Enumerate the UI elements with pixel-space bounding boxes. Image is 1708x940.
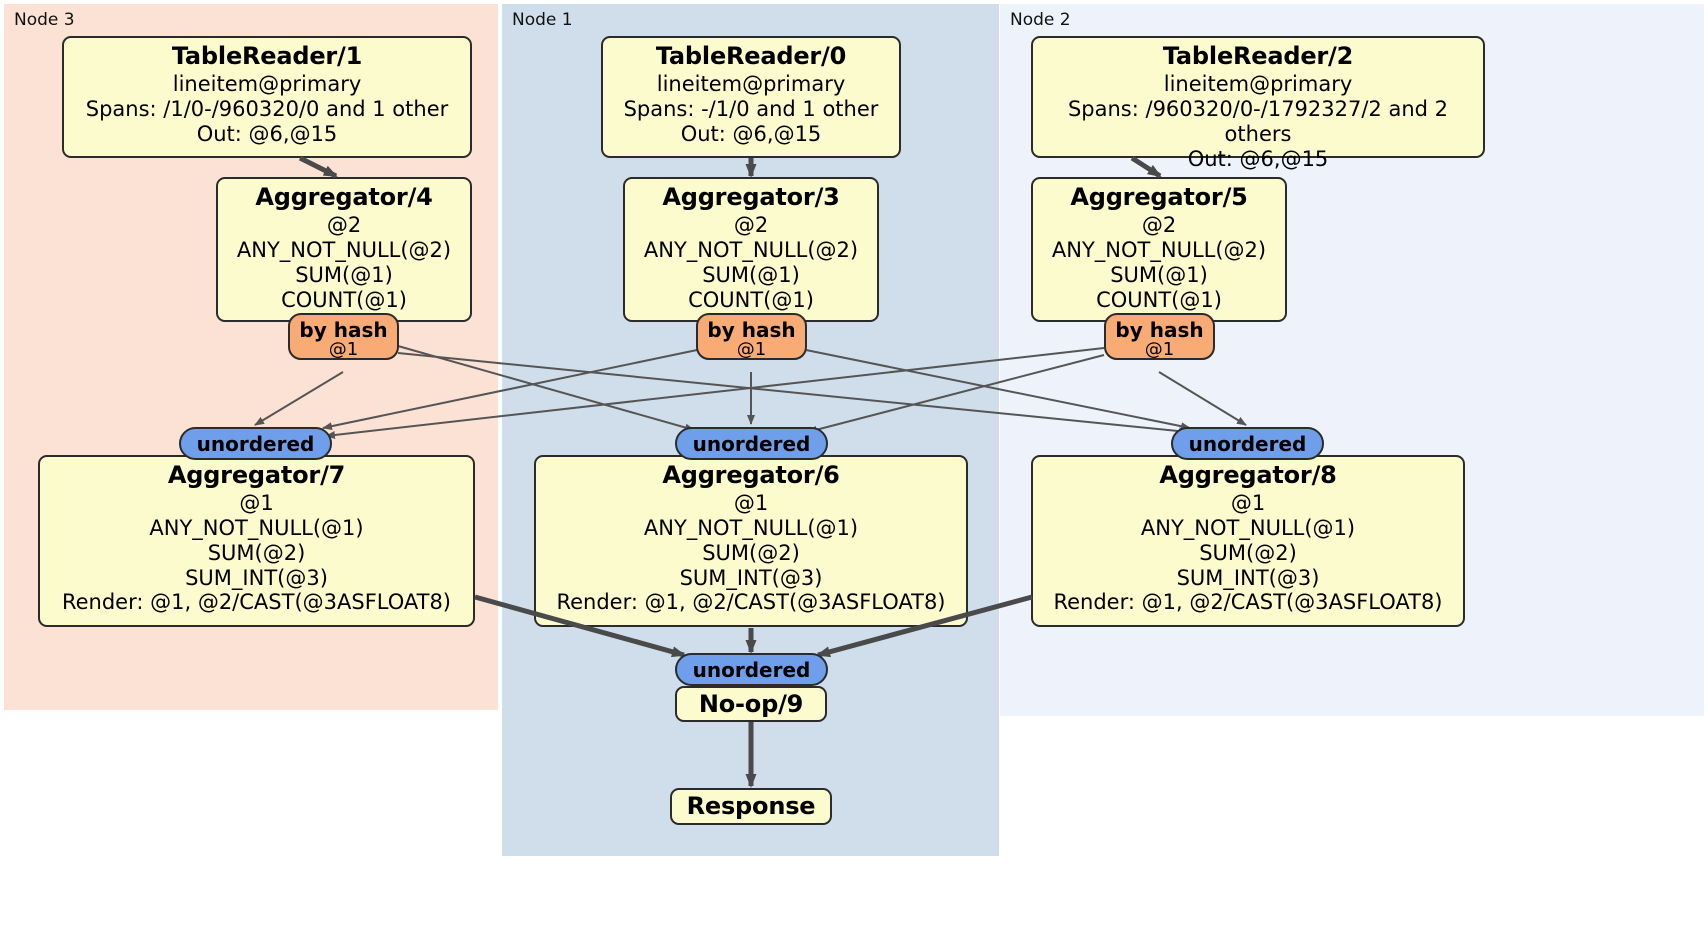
processor-line: SUM(@1) <box>1110 262 1208 287</box>
processor-aggregator-5[interactable]: Aggregator/5 @2 ANY_NOT_NULL(@2) SUM(@1)… <box>1031 177 1287 322</box>
panel-node-1-label: Node 1 <box>512 10 573 30</box>
processor-line: SUM_INT(@3) <box>1176 565 1320 590</box>
processor-line: lineitem@primary <box>1163 71 1353 96</box>
processor-line: SUM(@1) <box>295 262 393 287</box>
processor-title: Aggregator/3 <box>662 183 840 211</box>
processor-title: TableReader/0 <box>655 42 847 70</box>
processor-line: Out: @6,@15 <box>680 121 822 146</box>
processor-line: COUNT(@1) <box>1096 287 1222 312</box>
panel-node-3-label: Node 3 <box>14 10 75 30</box>
processor-line: SUM_INT(@3) <box>185 565 328 590</box>
processor-line: SUM(@2) <box>1199 540 1297 565</box>
processor-line: SUM_INT(@3) <box>679 565 823 590</box>
processor-line: COUNT(@1) <box>688 287 814 312</box>
hash-router-left[interactable]: by hash @1 <box>288 313 399 360</box>
processor-line: Spans: -/1/0 and 1 other <box>623 96 879 121</box>
processor-line: @2 <box>1141 212 1177 237</box>
processor-title: Aggregator/6 <box>662 461 840 489</box>
processor-line: ANY_NOT_NULL(@2) <box>1051 237 1267 262</box>
processor-aggregator-3[interactable]: Aggregator/3 @2 ANY_NOT_NULL(@2) SUM(@1)… <box>623 177 879 322</box>
processor-line: @1 <box>239 490 274 515</box>
processor-title: Aggregator/7 <box>167 461 346 489</box>
processor-line: Out: @6,@15 <box>1187 146 1329 171</box>
processor-line: Out: @6,@15 <box>196 121 338 146</box>
synchronizer-left[interactable]: unordered <box>179 427 332 460</box>
processor-line: ANY_NOT_NULL(@1) <box>1140 515 1356 540</box>
processor-noop-9[interactable]: No-op/9 <box>675 686 827 722</box>
processor-line: SUM(@2) <box>207 540 306 565</box>
processor-aggregator-8[interactable]: Aggregator/8 @1 ANY_NOT_NULL(@1) SUM(@2)… <box>1031 455 1465 627</box>
processor-line: @2 <box>733 212 769 237</box>
processor-aggregator-6[interactable]: Aggregator/6 @1 ANY_NOT_NULL(@1) SUM(@2)… <box>534 455 968 627</box>
synchronizer-label: unordered <box>1188 431 1307 456</box>
processor-line: lineitem@primary <box>172 71 362 96</box>
processor-title: Aggregator/8 <box>1159 461 1337 489</box>
processor-line: ANY_NOT_NULL(@1) <box>149 515 364 540</box>
panel-node-2-label: Node 2 <box>1010 10 1071 30</box>
processor-line: ANY_NOT_NULL(@2) <box>236 237 452 262</box>
synchronizer-final[interactable]: unordered <box>675 653 828 686</box>
processor-response[interactable]: Response <box>670 788 832 825</box>
hash-router-column: @1 <box>736 339 767 360</box>
processor-title: TableReader/1 <box>171 42 363 70</box>
processor-line: ANY_NOT_NULL(@2) <box>643 237 859 262</box>
hash-router-column: @1 <box>328 339 359 360</box>
synchronizer-center[interactable]: unordered <box>675 427 828 460</box>
processor-title: TableReader/2 <box>1162 42 1354 70</box>
processor-line: ANY_NOT_NULL(@1) <box>643 515 859 540</box>
hash-router-label: by hash <box>299 318 388 342</box>
processor-line: Render: @1, @2/CAST(@3ASFLOAT8) <box>61 590 452 615</box>
synchronizer-label: unordered <box>692 657 811 682</box>
processor-table-reader-1[interactable]: TableReader/1 lineitem@primary Spans: /1… <box>62 36 472 158</box>
processor-aggregator-4[interactable]: Aggregator/4 @2 ANY_NOT_NULL(@2) SUM(@1)… <box>216 177 472 322</box>
processor-line: COUNT(@1) <box>281 287 407 312</box>
hash-router-right[interactable]: by hash @1 <box>1104 313 1215 360</box>
processor-line: Render: @1, @2/CAST(@3ASFLOAT8) <box>1053 590 1443 615</box>
processor-line: @1 <box>1230 490 1266 515</box>
processor-line: @2 <box>326 212 362 237</box>
processor-line: lineitem@primary <box>656 71 846 96</box>
processor-title: Response <box>686 792 816 821</box>
processor-line: Render: @1, @2/CAST(@3ASFLOAT8) <box>556 590 946 615</box>
hash-router-center[interactable]: by hash @1 <box>696 313 807 360</box>
processor-title: Aggregator/4 <box>255 183 433 211</box>
processor-table-reader-0[interactable]: TableReader/0 lineitem@primary Spans: -/… <box>601 36 901 158</box>
processor-title: No-op/9 <box>698 689 804 718</box>
processor-line: SUM(@2) <box>702 540 800 565</box>
processor-line: SUM(@1) <box>702 262 800 287</box>
processor-line: Spans: /960320/0-/1792327/2 and 2 others <box>1067 96 1449 146</box>
processor-table-reader-2[interactable]: TableReader/2 lineitem@primary Spans: /9… <box>1031 36 1485 171</box>
hash-router-column: @1 <box>1144 339 1175 360</box>
synchronizer-right[interactable]: unordered <box>1171 427 1324 460</box>
processor-aggregator-7[interactable]: Aggregator/7 @1 ANY_NOT_NULL(@1) SUM(@2)… <box>38 455 475 627</box>
synchronizer-label: unordered <box>692 431 811 456</box>
hash-router-label: by hash <box>1115 318 1204 342</box>
processor-line: @1 <box>733 490 769 515</box>
hash-router-label: by hash <box>707 318 796 342</box>
synchronizer-label: unordered <box>196 431 315 456</box>
processor-line: Spans: /1/0-/960320/0 and 1 other <box>85 96 449 121</box>
processor-title: Aggregator/5 <box>1070 183 1248 211</box>
